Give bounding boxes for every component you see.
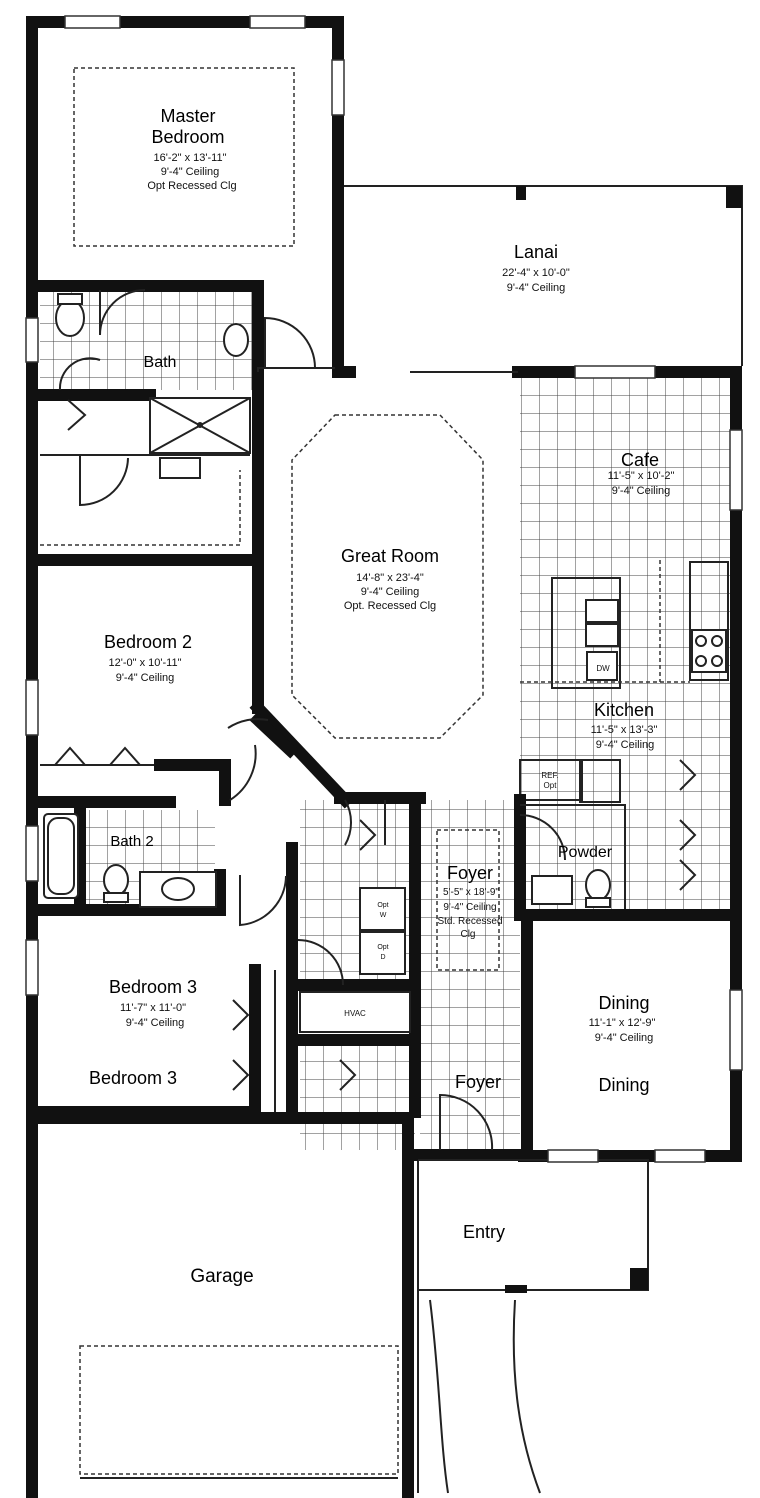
master-name-2: Bedroom — [151, 127, 224, 147]
foyer-main-dims: 5'-5" x 18'-9" — [443, 887, 499, 898]
kitchen-counter — [689, 561, 729, 681]
dryer-label-2: D — [380, 954, 385, 961]
master-sink — [223, 323, 249, 357]
bath-name: Bath — [144, 354, 177, 371]
kitchen-sink — [585, 599, 619, 623]
room-labels: Master Bedroom 16'-2" x 13'-11" 9'-4" Ce… — [89, 106, 675, 1287]
lanai-dims: 22'-4" x 10'-0" — [502, 267, 570, 279]
kitchen-dims: 11'-5" x 13'-3" — [591, 724, 658, 736]
foyer-tile — [420, 800, 520, 1150]
foyer-main-note-2: Clg — [460, 929, 475, 940]
hall-closet-tile — [300, 1040, 415, 1150]
ceiling-outlines — [40, 67, 690, 971]
kitchen-name: Kitchen — [594, 700, 654, 720]
master-toilet — [55, 299, 85, 337]
cafe-ceiling: 9'-4" Ceiling — [612, 485, 671, 497]
pantry — [579, 759, 621, 803]
bedroom2-ceiling: 9'-4" Ceiling — [116, 672, 175, 684]
powder-toilet — [585, 869, 611, 901]
bedroom3-dims: 11'-7" x 11'-0" — [120, 1002, 186, 1014]
dining-name: Dining — [598, 993, 649, 1013]
powder-name: Powder — [558, 844, 613, 861]
great-room-ceiling: 9'-4" Ceiling — [361, 586, 420, 598]
cafe-name: Cafe — [621, 450, 659, 470]
washer-label-2: W — [380, 912, 387, 919]
great-room-name: Great Room — [341, 546, 439, 566]
washer-label-1: Opt — [377, 902, 388, 909]
great-room-note: Opt. Recessed Clg — [344, 600, 436, 612]
lanai-ceiling: 9'-4" Ceiling — [507, 282, 566, 294]
dining-ceiling: 9'-4" Ceiling — [595, 1032, 654, 1044]
garage-door-outline — [79, 1345, 399, 1475]
bedroom3-ceiling: 9'-4" Ceiling — [126, 1017, 185, 1029]
great-room-dims: 14'-8" x 23'-4" — [356, 572, 424, 584]
kitchen-island — [551, 577, 621, 689]
master-name-1: Master — [160, 106, 215, 126]
ref-label-2: Opt — [544, 781, 558, 790]
bedroom3-name: Bedroom 3 — [109, 977, 197, 997]
dryer-label-1: Opt — [377, 944, 388, 951]
fixture-labels: HVAC DW REF. Opt Opt W Opt D — [344, 664, 610, 1018]
washer — [359, 887, 406, 931]
bath2-toilet — [103, 864, 129, 896]
foyer-main-ceiling: 9'-4" Ceiling — [443, 902, 496, 913]
refrigerator — [519, 759, 583, 801]
bath2-name: Bath 2 — [110, 833, 153, 850]
bedroom3-label-2: Bedroom 3 — [89, 1068, 177, 1088]
master-note: Opt Recessed Clg — [147, 180, 236, 192]
entry-name: Entry — [463, 1222, 505, 1242]
kitchen-ceiling: 9'-4" Ceiling — [596, 739, 655, 751]
hvac — [299, 991, 411, 1033]
lanai-name: Lanai — [514, 242, 558, 262]
dining-dims: 11'-1" x 12'-9" — [589, 1017, 656, 1029]
dryer — [359, 931, 406, 975]
doors — [54, 289, 697, 1151]
foyer-main-name: Foyer — [447, 863, 493, 883]
bedroom2-dims: 12'-0" x 10'-11" — [109, 657, 182, 669]
master-dims: 16'-2" x 13'-11" — [154, 152, 227, 164]
dishwasher — [586, 651, 618, 681]
foyer-entry-name: Foyer — [455, 1072, 501, 1092]
ref-label-1: REF. — [541, 771, 558, 780]
dw-label: DW — [596, 664, 610, 673]
garage-name: Garage — [190, 1266, 253, 1287]
fixtures — [43, 293, 727, 1494]
bedroom2-name: Bedroom 2 — [104, 632, 192, 652]
foyer-main-note-1: Std. Recessed — [437, 916, 502, 927]
windows — [25, 15, 743, 1163]
master-ceiling: 9'-4" Ceiling — [161, 166, 220, 178]
dining-label-2: Dining — [598, 1075, 649, 1095]
hvac-label: HVAC — [344, 1009, 366, 1018]
cooktop — [691, 629, 727, 673]
cafe-dims: 11'-5" x 10'-2" — [608, 470, 675, 482]
